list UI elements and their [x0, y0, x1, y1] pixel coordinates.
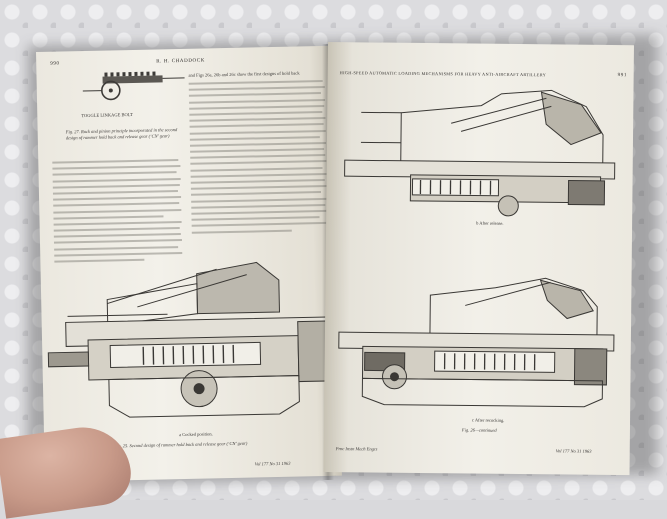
left-footer-volume: Vol 177 No 31 1963	[255, 461, 291, 468]
fig27-label: TOGGLE LINKAGE BOLT	[81, 112, 133, 119]
right-footer-volume: Vol 177 No 31 1963	[556, 448, 592, 455]
left-page: 990 R. H. CHADDOCK TOGGLE LINKAGE BOLT F…	[36, 46, 342, 482]
fig25-mechanism-drawing	[46, 251, 339, 427]
right-running-head: HIGH-SPEED AUTOMATIC LOADING MECHANISMS …	[340, 70, 546, 78]
left-running-head: R. H. CHADDOCK	[156, 58, 205, 65]
left-column2-first-line: and Figs 26a, 26b and 26c show the first…	[188, 70, 299, 79]
fig27-rack-pinion-diagram	[80, 69, 191, 116]
left-column-text	[52, 159, 182, 267]
fig27-caption: Fig. 27. Rack and pinion principle incor…	[66, 127, 186, 142]
fig26c-mechanism-drawing	[334, 264, 621, 412]
left-page-number: 990	[50, 62, 59, 68]
right-footer-journal: Proc Instn Mech Engrs	[336, 446, 378, 453]
fig26c-caption: c After recocking.	[472, 418, 504, 425]
fig26b-mechanism-drawing	[340, 82, 621, 220]
fig25-caption: Fig. 25. Second design of rammer hold ba…	[114, 441, 247, 450]
fig26b-caption: b After release.	[476, 221, 503, 227]
right-page: HIGH-SPEED AUTOMATIC LOADING MECHANISMS …	[323, 42, 633, 475]
fig25-subcaption: a Cocked position.	[179, 431, 213, 438]
right-page-number: 991	[618, 73, 627, 79]
fig26-continued-label: Fig. 26—continued	[462, 427, 497, 434]
left-column2-text	[189, 80, 328, 238]
